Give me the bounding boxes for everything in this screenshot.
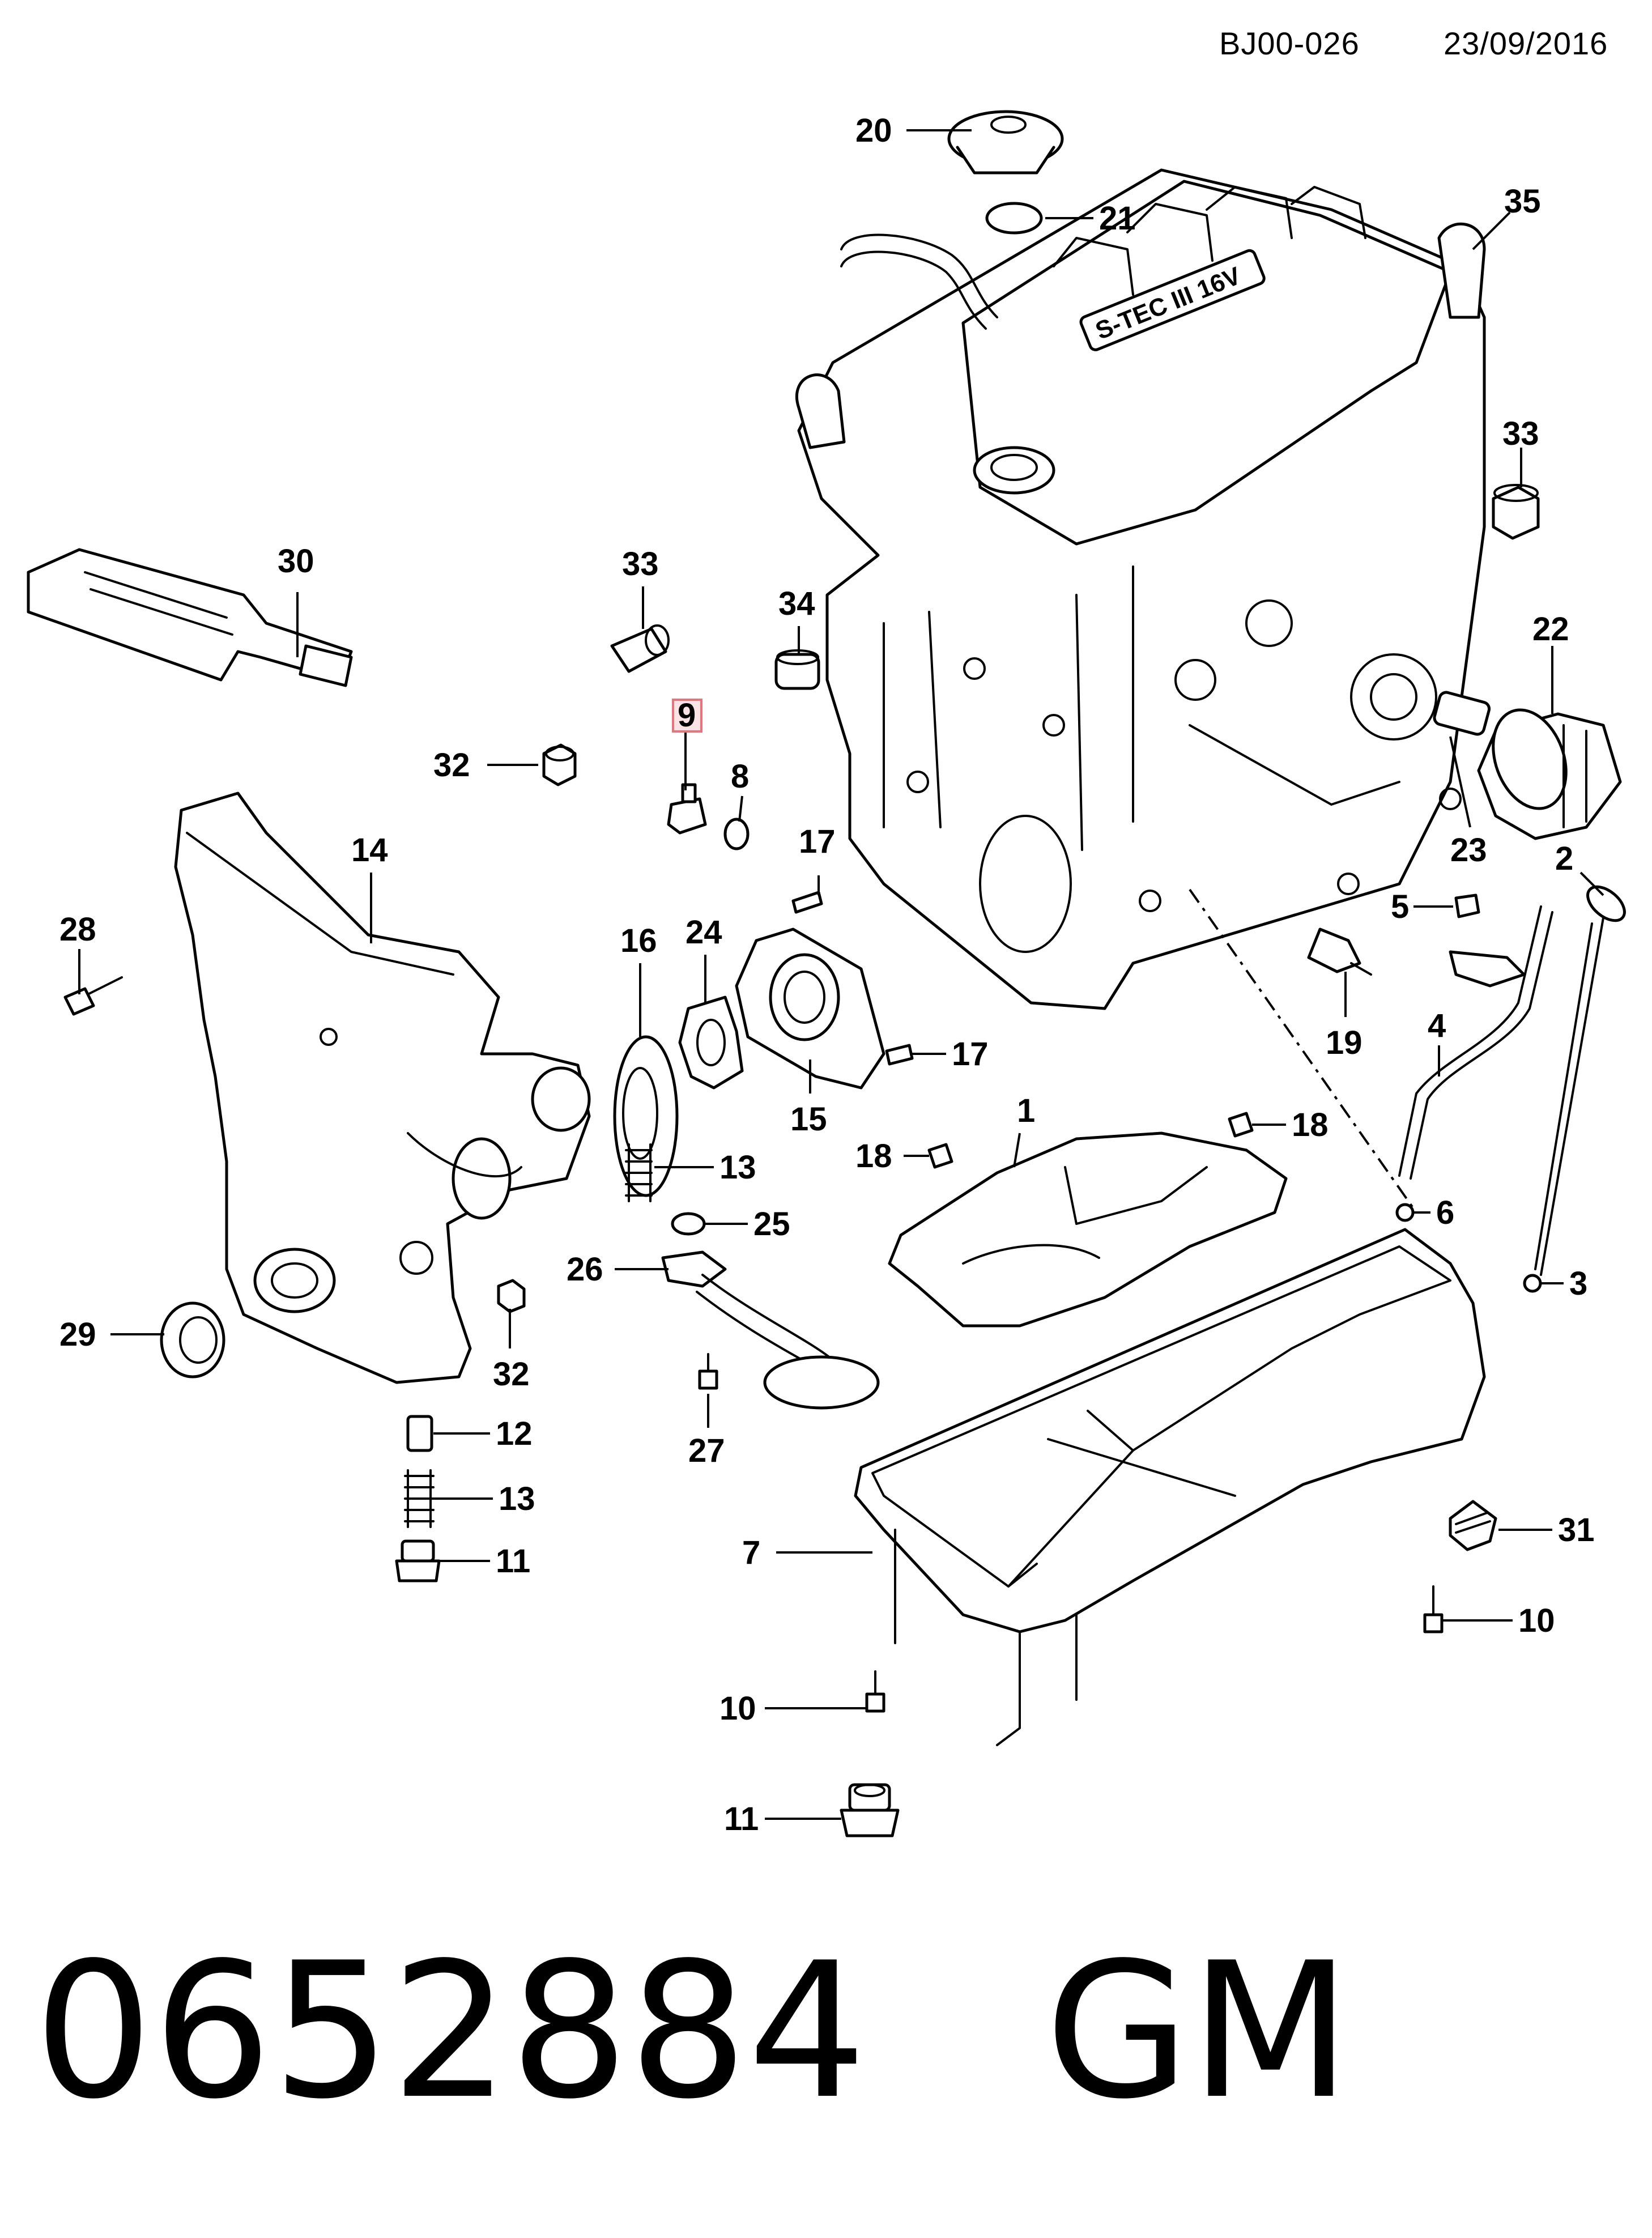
part-oil-pickup: [661, 1250, 880, 1410]
part-bushing-lower-left: [497, 1279, 526, 1313]
callout-32: 32: [433, 747, 470, 784]
callout-28: 28: [59, 911, 96, 948]
part-inner-rotor: [678, 995, 744, 1090]
callout-27: 27: [688, 1432, 725, 1469]
callout-23: 23: [1450, 832, 1487, 869]
part-bushing-right: [1492, 484, 1540, 540]
part-dipstick-oring: [1523, 1274, 1542, 1293]
callout-8: 8: [731, 758, 749, 795]
part-drain-plug-11: [840, 1783, 900, 1837]
part-oil-pan: [854, 1228, 1486, 1746]
part-front-timing-cover: [174, 792, 591, 1384]
footer-reference: 0652884 GM: [34, 1938, 1351, 2125]
part-relief-spring-upper: [625, 1143, 653, 1202]
callout-5: 5: [1391, 888, 1409, 925]
part-pickup-oring: [671, 1212, 706, 1236]
callout-24: 24: [686, 914, 722, 951]
callout-2: 2: [1555, 840, 1573, 877]
part-relief-sleeve: [406, 1415, 433, 1452]
callout-33: 33: [622, 546, 659, 582]
callout-4: 4: [1428, 1007, 1446, 1044]
callout-17: 17: [952, 1036, 989, 1073]
part-bolt-10-lower: [865, 1670, 885, 1713]
callout-10: 10: [1518, 1602, 1555, 1639]
callout-18: 18: [855, 1138, 892, 1175]
part-relief-spring-lower: [404, 1469, 435, 1528]
part-bushing-center: [610, 624, 670, 673]
part-plug-left: [395, 1539, 441, 1582]
part-oil-pressure-switch: [667, 783, 707, 835]
callout-7: 7: [742, 1534, 760, 1571]
part-oil-pump-housing: [735, 927, 885, 1090]
callout-6: 6: [1436, 1194, 1454, 1231]
leader-lines: [78, 129, 1604, 1820]
callout-14: 14: [351, 832, 388, 869]
part-oil-pump-gears: [613, 1035, 679, 1197]
callout-1: 1: [1017, 1092, 1035, 1129]
part-dipstick-tube: [1398, 905, 1553, 1180]
part-oil-filter: [1477, 708, 1622, 840]
part-oil-baffle: [888, 1131, 1288, 1328]
part-oil-sensor: [1307, 927, 1372, 976]
part-dipstick: [1534, 885, 1626, 1276]
part-oil-filler-cap: [947, 110, 1064, 175]
callout-12: 12: [496, 1415, 533, 1452]
callout-34: 34: [778, 585, 815, 622]
engine-block-assembly: S-TEC III 16V: [795, 168, 1486, 1214]
callout-22: 22: [1532, 611, 1569, 648]
part-bolt-10-right: [1423, 1585, 1444, 1633]
part-crankshaft-seal: [160, 1301, 225, 1378]
callout-29: 29: [59, 1316, 96, 1353]
part-filter-adaptor: [1433, 691, 1491, 736]
callout-26: 26: [567, 1251, 603, 1288]
part-bolt-17-upper: [791, 891, 823, 914]
part-bushing-upper-left: [542, 743, 577, 786]
part-washer-8: [723, 818, 750, 850]
callout-31: 31: [1558, 1512, 1595, 1548]
diagram-date: 23/09/2016: [1444, 25, 1608, 61]
part-bolt-28: [63, 976, 123, 1016]
callout-18: 18: [1292, 1107, 1329, 1143]
part-tube-oring: [1395, 1203, 1415, 1222]
callout-13: 13: [499, 1480, 535, 1517]
callout-3: 3: [1569, 1265, 1587, 1302]
callout-17: 17: [799, 823, 836, 860]
callout-33: 33: [1502, 415, 1539, 452]
part-sealant-tube: [27, 548, 353, 687]
callout-25: 25: [753, 1206, 790, 1243]
callout-21: 21: [1099, 200, 1136, 237]
callout-labels: 20 21 35 33 30 33 34 22 9 8 32 23 17 2 1…: [59, 112, 1595, 1837]
part-number: 0652884: [34, 1922, 867, 2140]
part-bushing-34: [774, 649, 820, 690]
part-bolt-5: [1454, 894, 1480, 918]
callout-30: 30: [278, 543, 314, 580]
part-filler-cap-seal: [985, 202, 1043, 235]
part-bolt-17-lower: [885, 1044, 914, 1066]
callout-11: 11: [724, 1801, 759, 1837]
callout-11: 11: [496, 1543, 530, 1580]
callout-13: 13: [719, 1149, 756, 1186]
part-bolt-27: [698, 1353, 718, 1390]
callout-10: 10: [719, 1690, 756, 1727]
callout-15: 15: [790, 1101, 827, 1138]
callout-9: 9: [678, 697, 696, 734]
diagram-code: BJ00-026: [1219, 25, 1360, 61]
callout-35: 35: [1504, 183, 1541, 220]
callout-19: 19: [1326, 1024, 1363, 1061]
brand-name: GM: [1045, 1922, 1351, 2140]
callout-32: 32: [493, 1356, 530, 1393]
callout-9-highlight: [672, 699, 702, 733]
part-drain-plug-31: [1449, 1500, 1497, 1551]
callout-20: 20: [855, 112, 892, 149]
callout-16: 16: [620, 922, 657, 959]
part-bolt-18-right: [1228, 1112, 1254, 1138]
part-bolt-18-left: [927, 1143, 953, 1169]
